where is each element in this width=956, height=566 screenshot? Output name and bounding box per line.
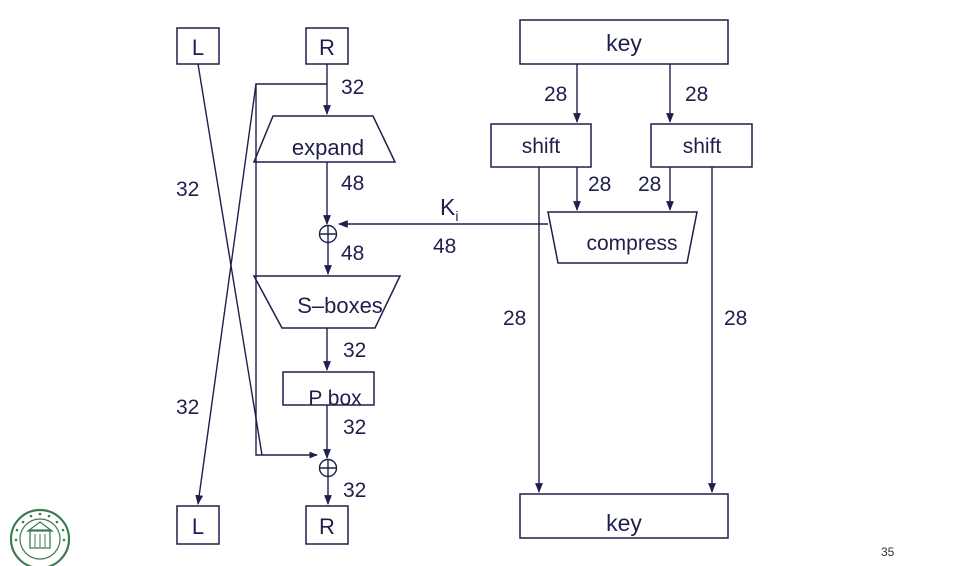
width-key-bypass-left: 28 [503,307,526,330]
width-final-out: 32 [343,479,366,502]
sboxes-block [252,275,402,329]
shift-right-label: shift [683,135,722,158]
width-expand-out: 48 [341,172,364,195]
width-shift-left-out: 28 [588,173,611,196]
compress-label: compress [586,232,677,255]
key-top-label: key [606,30,642,56]
subkey-label: Ki [440,194,458,224]
wire-l-cross [197,63,263,456]
width-r-out: 32 [341,76,364,99]
key-bottom-label: key [606,510,642,536]
shift-left-box [490,123,592,168]
left-half-bottom-box [176,505,220,545]
width-shift-right-out: 28 [638,173,661,196]
sboxes-label: S–boxes [297,293,383,318]
right-half-bottom-box [305,505,349,545]
right-half-top-label: R [319,35,335,60]
shift-left-label: shift [522,135,561,158]
width-key-bypass-right: 28 [724,307,747,330]
wire-l-to-bottom [195,83,257,505]
width-key-split-right: 28 [685,83,708,106]
width-xor1-out: 48 [341,242,364,265]
page-number: 35 [881,545,895,559]
expand-block [252,115,397,163]
key-top-box [519,19,729,65]
university-seal-icon [9,508,71,566]
compress-block [547,211,698,264]
left-half-bottom-label: L [192,514,204,539]
left-half-top-box [176,27,220,65]
width-key-split-left: 28 [544,83,567,106]
right-half-bottom-label: R [319,514,335,539]
key-bottom-box [519,493,729,539]
xor-node-1 [318,224,338,244]
expand-label: expand [292,135,364,160]
wire-r-copy-to-new-l [255,83,327,459]
left-half-top-label: L [192,35,204,60]
pbox-label: P box [308,387,362,410]
width-left-cross-lower: 32 [176,396,199,419]
xor-node-2 [318,458,338,478]
width-sbox-out: 32 [343,339,366,362]
width-left-cross-upper: 32 [176,178,199,201]
width-pbox-out: 32 [343,416,366,439]
pbox-block [282,371,375,406]
width-subkey: 48 [433,235,456,258]
shift-right-box [650,123,753,168]
